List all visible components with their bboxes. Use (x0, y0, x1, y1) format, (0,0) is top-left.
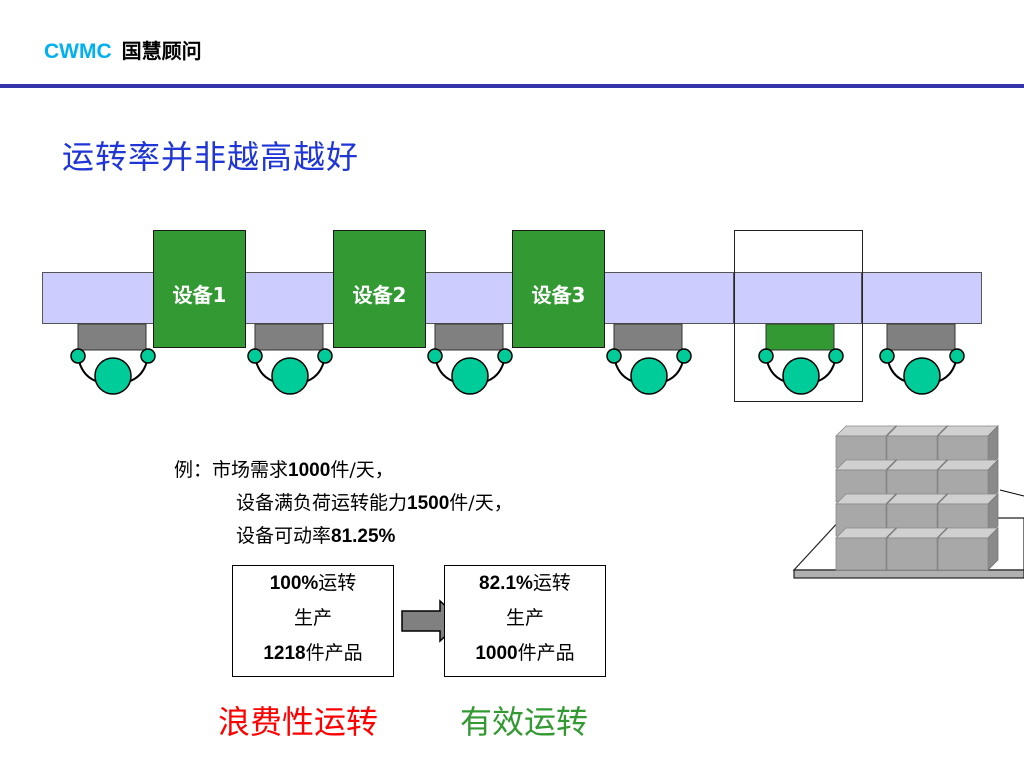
box-line: 1000件产品 (445, 636, 605, 671)
header-divider (0, 84, 1024, 88)
box-text: 运转 (532, 572, 571, 594)
effective-run-box: 82.1%运转 生产 1000件产品 (444, 565, 606, 677)
box-text: 件产品 (517, 642, 575, 664)
idle-station-highlight (734, 230, 863, 402)
box-number: 100% (269, 573, 319, 594)
example-prefix: 例： (174, 459, 213, 481)
example-text: 设备满负荷运转能力 (236, 492, 408, 514)
example-text: 设备可动率 (236, 525, 332, 547)
example-line-1: 例：市场需求1000件/天， (174, 455, 394, 482)
product-pallet-icon (792, 425, 1024, 579)
example-text: 市场需求 (212, 459, 289, 481)
brand-en: CWMC (44, 40, 112, 63)
effective-label: 有效运转 (460, 703, 589, 741)
box-line: 生产 (293, 607, 332, 629)
box-line: 生产 (505, 607, 544, 629)
slide-title: 运转率并非越高越好 (62, 138, 360, 176)
box-text: 运转 (318, 572, 357, 594)
box-number: 1218 (263, 643, 306, 664)
box-line: 82.1%运转 (445, 566, 605, 601)
machine-1: 设备1 (153, 230, 246, 348)
operator-icon (427, 323, 513, 395)
example-line-3: 设备可动率81.25% (236, 521, 395, 548)
box-number: 1000 (475, 643, 518, 664)
operator-icon (879, 323, 965, 395)
full-run-box: 100%运转 生产 1218件产品 (232, 565, 394, 677)
example-number: 1500 (407, 493, 450, 514)
conveyor-divider (733, 272, 734, 324)
example-number: 1000 (288, 460, 331, 481)
brand-header: CWMC 国慧顾问 (44, 35, 202, 64)
operator-icon (70, 323, 156, 395)
example-text: 件/天， (449, 492, 513, 514)
box-text: 件产品 (305, 642, 363, 664)
operator-icon (247, 323, 333, 395)
operator-icon (758, 323, 844, 395)
machine-2: 设备2 (333, 230, 426, 348)
machine-3: 设备3 (512, 230, 605, 348)
example-line-2: 设备满负荷运转能力1500件/天， (236, 488, 513, 515)
brand-cn: 国慧顾问 (121, 39, 202, 63)
box-line: 100%运转 (233, 566, 393, 601)
operator-icon (606, 323, 692, 395)
conveyor-divider (861, 272, 862, 324)
waste-label: 浪费性运转 (218, 703, 379, 741)
box-number: 82.1% (479, 573, 533, 594)
example-number: 81.25% (331, 526, 396, 547)
box-line: 1218件产品 (233, 636, 393, 671)
example-text: 件/天， (330, 459, 394, 481)
